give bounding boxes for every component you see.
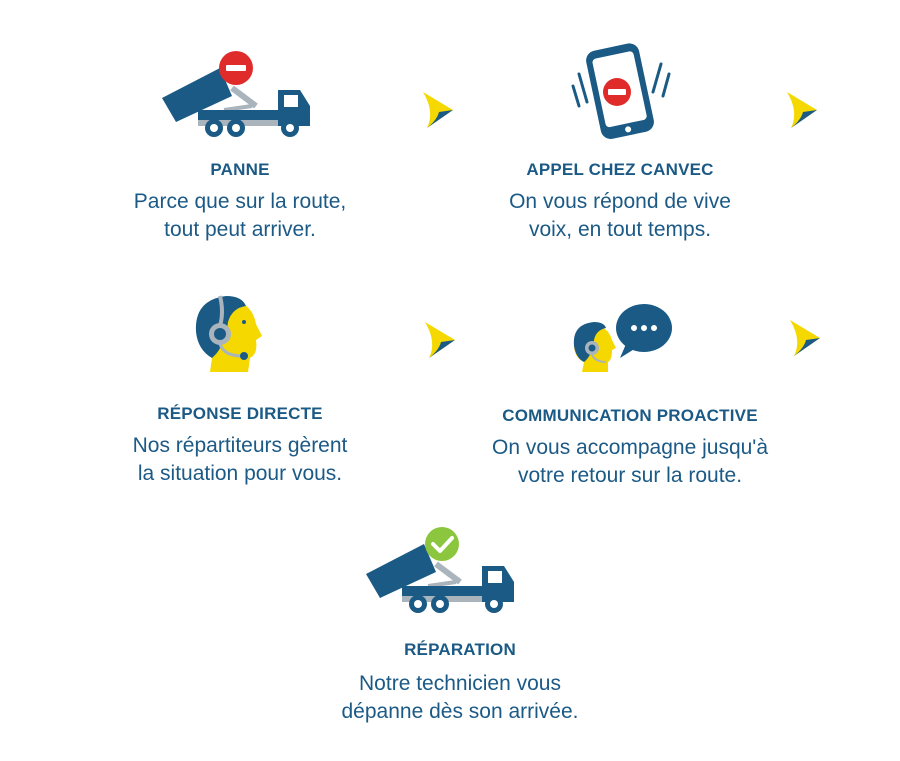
step-title: RÉPARATION <box>404 640 516 659</box>
step-description: On vous accompagne jusqu'à votre retour … <box>491 436 768 487</box>
headset-agent-icon <box>195 295 262 372</box>
phone-alert-icon <box>571 43 671 139</box>
step-panne: PANNE Parce que sur la route, tout peut … <box>100 0 380 260</box>
step-description: On vous répond de vive voix, en tout tem… <box>509 190 731 241</box>
next-arrow-icon <box>423 92 453 128</box>
step-title: RÉPONSE DIRECTE <box>157 404 323 423</box>
step-communication-proactive: COMMUNICATION PROACTIVE On vous accompag… <box>460 280 800 500</box>
step-description: Notre technicien vous dépanne dès son ar… <box>341 672 579 723</box>
step-reparation: RÉPARATION Notre technicien vous dépanne… <box>300 510 620 750</box>
step-reponse-directe: RÉPONSE DIRECTE Nos répartiteurs gèrent … <box>100 280 380 500</box>
step-appel: APPEL CHEZ CANVEC On vous répond de vive… <box>470 0 770 260</box>
step-description: Parce que sur la route, tout peut arrive… <box>133 190 347 241</box>
step-title: APPEL CHEZ CANVEC <box>526 160 714 179</box>
repaired-truck-icon <box>366 527 514 613</box>
next-arrow-icon <box>790 320 820 356</box>
agent-chat-icon <box>573 304 672 372</box>
step-title: PANNE <box>210 160 270 179</box>
next-arrow-icon <box>425 322 455 358</box>
broken-truck-icon <box>162 51 310 137</box>
step-description: Nos répartiteurs gèrent la situation pou… <box>132 434 348 485</box>
step-title: COMMUNICATION PROACTIVE <box>502 406 758 425</box>
next-arrow-icon <box>787 92 817 128</box>
